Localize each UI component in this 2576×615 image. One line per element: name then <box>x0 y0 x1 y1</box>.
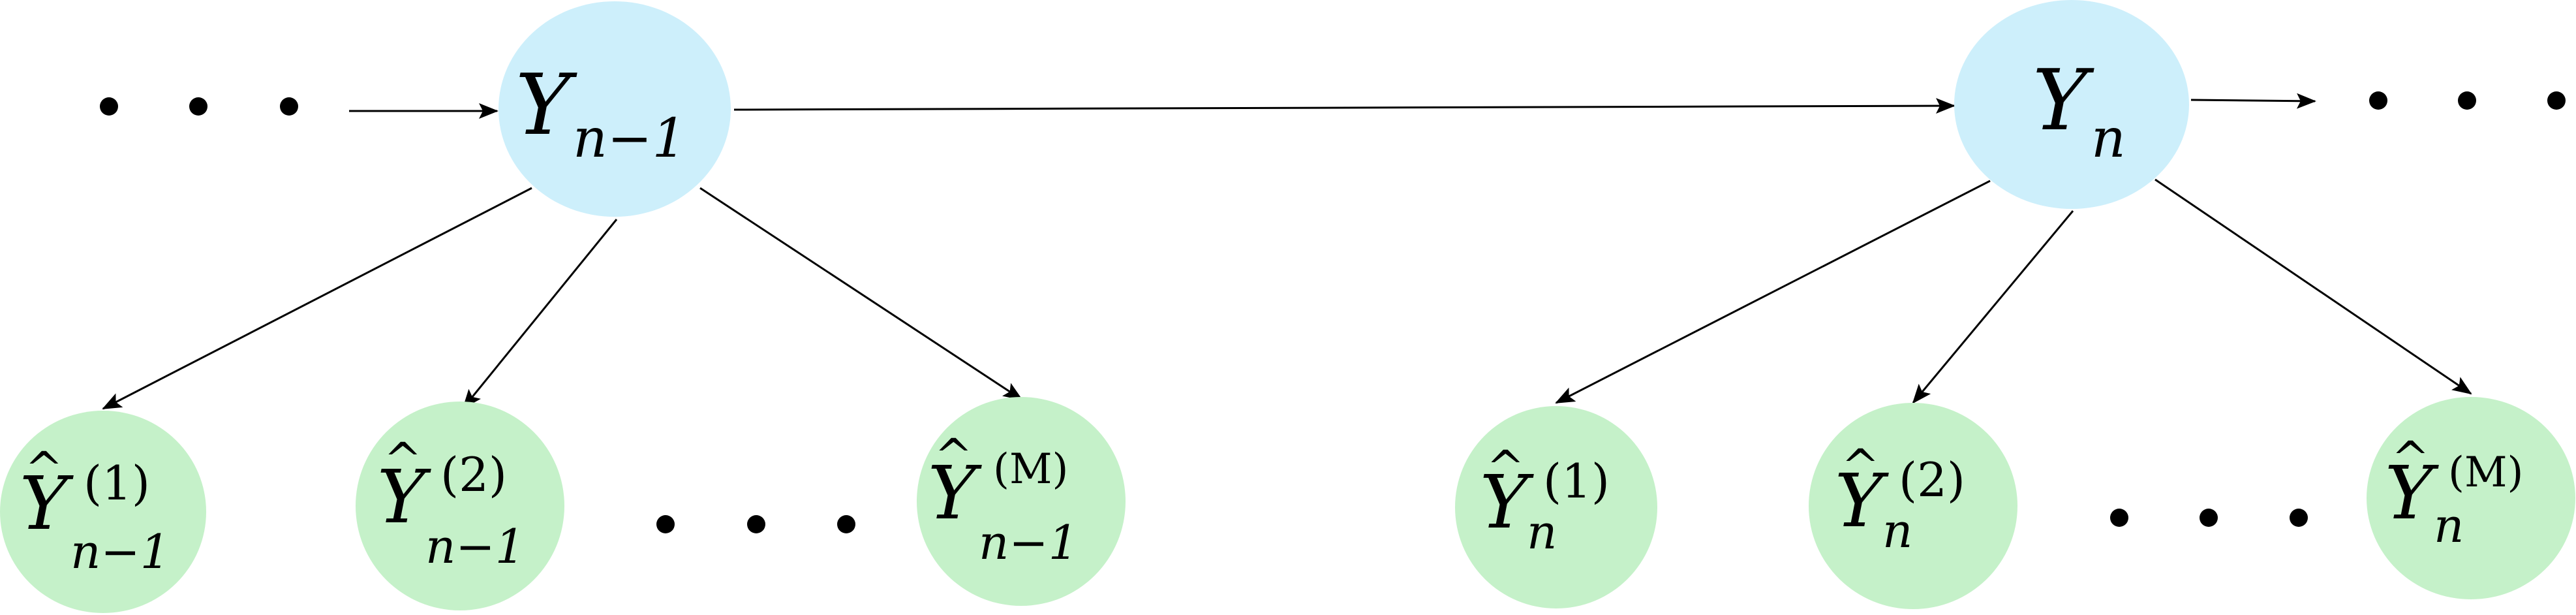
observation-subscript: n−1 <box>425 519 525 574</box>
edges <box>102 93 2472 410</box>
observation-node-n-1: ^ Y (1) n <box>1455 406 1657 608</box>
observation-hat: ^ <box>934 429 973 482</box>
observation-hat: ^ <box>1841 439 1880 493</box>
observation-subscript: n <box>2434 498 2464 553</box>
observation-superscript: (1) <box>84 456 150 511</box>
ellipsis-dot <box>189 97 207 116</box>
edge-state-n-to-end <box>2190 93 2316 109</box>
observation-superscript: (M) <box>993 445 1068 494</box>
edge-state-n-to-obs-m <box>2154 178 2472 395</box>
ellipsis-dot <box>2110 509 2128 527</box>
state-node-n-minus-1: Y n−1 <box>498 1 731 217</box>
observation-node-n-minus-1-2: ^ Y (2) n−1 <box>356 402 564 610</box>
observation-hat: ^ <box>25 442 63 496</box>
observation-node-circle <box>917 397 1126 606</box>
ellipsis-dot <box>280 97 298 116</box>
observation-base: Y <box>1480 460 1534 545</box>
observation-node-n-m: ^ Y (M) n <box>2367 397 2575 599</box>
edge-state-n-minus-1-to-state-n <box>733 98 1955 114</box>
observation-node-circle <box>1809 403 2017 609</box>
state-node-n: Y n <box>1954 0 2189 209</box>
state-node-base: Y <box>515 57 577 154</box>
observation-subscript: n <box>1527 505 1557 560</box>
ellipsis-dot <box>656 515 675 533</box>
ellipsis-dot <box>2290 509 2308 527</box>
edge-state-n-minus-1-to-obs-1 <box>102 187 532 410</box>
observation-hat: ^ <box>384 433 422 486</box>
edge-state-n-to-obs-2 <box>1912 210 2074 404</box>
ellipsis-dot <box>2547 91 2566 110</box>
observation-superscript: (2) <box>1899 452 1965 507</box>
state-node-subscript: n <box>2091 108 2126 170</box>
observation-node-n-minus-1-m: ^ Y (M) n−1 <box>917 397 1126 606</box>
ellipsis-dot <box>100 97 118 116</box>
observation-node-n-minus-1-1: ^ Y (1) n−1 <box>0 411 206 613</box>
observation-hat: ^ <box>2391 432 2430 485</box>
edge-state-n-to-obs-1 <box>1555 180 1991 404</box>
state-node-circle <box>1954 0 2189 209</box>
ellipsis-dot <box>2369 91 2387 110</box>
state-node-circle <box>498 1 731 217</box>
ellipsis-dot <box>2200 509 2218 527</box>
state-node-base: Y <box>2032 52 2094 150</box>
observation-base: Y <box>20 462 74 546</box>
ellipsis-end <box>2369 91 2566 110</box>
observation-superscript: (M) <box>2448 449 2523 497</box>
observation-base: Y <box>377 455 431 540</box>
ellipsis-dot <box>2458 91 2476 110</box>
ellipsis-start <box>100 97 298 116</box>
observation-base: Y <box>1835 459 1889 544</box>
observation-node-circle <box>1455 406 1657 608</box>
edge-state-n-minus-1-to-obs-m <box>699 187 1023 401</box>
edge-state-n-minus-1-to-obs-2 <box>462 219 618 409</box>
observation-base: Y <box>2385 451 2439 536</box>
observation-base: Y <box>928 451 982 536</box>
observation-subscript: n <box>1882 503 1912 558</box>
observation-node-circle <box>2367 397 2575 599</box>
observation-node-circle <box>356 402 564 610</box>
observation-subscript: n−1 <box>70 524 170 579</box>
observation-node-n-2: ^ Y (2) n <box>1809 403 2017 609</box>
observation-hat: ^ <box>1486 441 1525 494</box>
ellipsis-obs-right <box>2110 509 2308 527</box>
observation-superscript: (1) <box>1543 454 1610 509</box>
ellipsis-obs-left <box>656 515 855 533</box>
observation-subscript: n−1 <box>979 515 1079 570</box>
observation-node-circle <box>0 411 206 613</box>
observation-superscript: (2) <box>440 447 507 502</box>
ellipsis-dot <box>837 515 855 533</box>
state-node-subscript: n−1 <box>573 108 686 170</box>
ellipsis-dot <box>747 515 765 533</box>
